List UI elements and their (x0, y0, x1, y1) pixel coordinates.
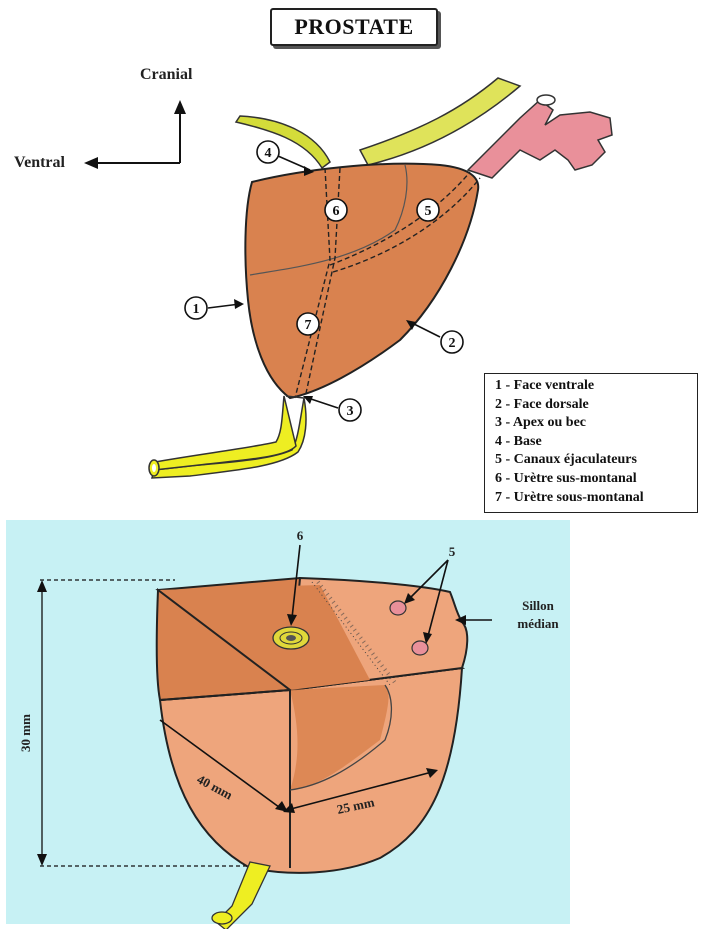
median-label: médian (517, 616, 559, 631)
height-dimension: 30 mm (18, 714, 33, 752)
label-5: 5 (449, 544, 456, 559)
sillon-label: Sillon (522, 598, 555, 613)
label-6: 6 (297, 528, 304, 543)
